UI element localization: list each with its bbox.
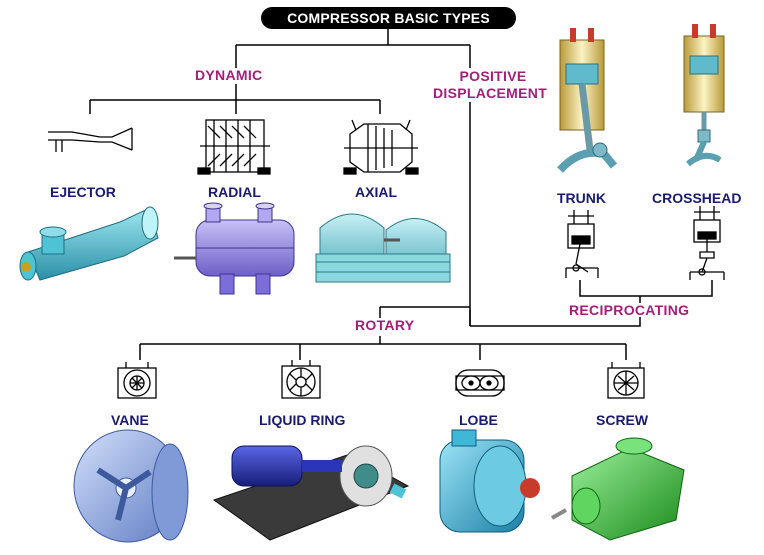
- type-trunk-label: TRUNK: [557, 190, 606, 206]
- category-reciprocating: RECIPROCATING: [566, 303, 693, 317]
- category-rotary: ROTARY: [352, 318, 418, 332]
- category-positive-line1: POSITIVE: [459, 68, 527, 84]
- category-positive-displacement: POSITIVE DISPLACEMENT: [430, 68, 551, 102]
- category-positive-line2: DISPLACEMENT: [433, 85, 548, 101]
- type-radial-label: RADIAL: [208, 184, 261, 200]
- type-lobe-label: LOBE: [459, 412, 498, 428]
- type-liquid-ring-label: LIQUID RING: [259, 412, 346, 428]
- type-crosshead-label: CROSSHEAD: [652, 190, 742, 206]
- type-vane-label: VANE: [111, 412, 149, 428]
- type-ejector-label: EJECTOR: [50, 184, 116, 200]
- diagram-title: COMPRESSOR BASIC TYPES: [261, 7, 516, 29]
- category-dynamic: DYNAMIC: [192, 68, 266, 82]
- type-axial-label: AXIAL: [355, 184, 397, 200]
- type-screw-label: SCREW: [596, 412, 649, 428]
